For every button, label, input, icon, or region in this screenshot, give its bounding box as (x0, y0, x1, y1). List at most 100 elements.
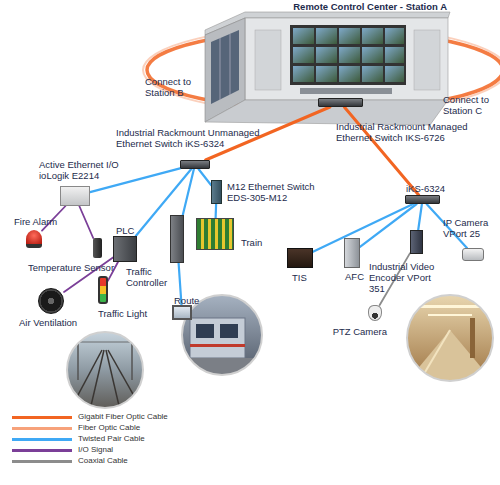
device-label: TIS (292, 272, 322, 283)
monitor (362, 66, 383, 82)
cable-line (344, 107, 418, 195)
monitor (385, 28, 404, 44)
back-wall (245, 18, 448, 100)
building-title: Remote Control Center - Station A (267, 1, 447, 12)
train-body (190, 318, 245, 358)
photo-sky (60, 330, 150, 410)
platform-edge (418, 330, 450, 384)
device-label: Route (174, 295, 214, 306)
window-mullion (220, 38, 221, 100)
device-label: Temperature Sensor (28, 262, 120, 273)
monitor (293, 66, 314, 82)
monitor (339, 66, 360, 82)
device-box: Fire Alarm (26, 230, 42, 248)
device-label: Train (241, 237, 281, 248)
device-label: Industrial Video Encoder VPort 351 (369, 261, 435, 294)
station-link-label: Connect to Station B (145, 76, 217, 98)
device-label: Air Ventilation (19, 317, 109, 328)
cable-line (79, 206, 93, 238)
platform-floor (405, 330, 495, 384)
device-label: Traffic Controller (126, 266, 186, 288)
monitor (339, 47, 360, 63)
cable-line (360, 204, 417, 247)
train-window (196, 324, 214, 338)
legend-text: Gigabit Fiber Optic Cable (78, 412, 168, 422)
monitor-wall (290, 25, 406, 85)
device-label: Industrial Rackmount Unmanaged Ethernet … (116, 127, 268, 149)
cable-line (313, 204, 413, 252)
cable-line (90, 168, 180, 192)
monitor (339, 28, 360, 44)
side-window (211, 30, 239, 104)
legend-row: Twisted Pair Cable (12, 434, 212, 445)
monitor (316, 66, 337, 82)
device-box: Route (172, 305, 192, 320)
monitor (293, 47, 314, 63)
device-box: Air Ventilation (38, 288, 64, 314)
legend-row: Coaxial Cable (12, 456, 212, 467)
photo-back (180, 294, 264, 376)
station-photo (405, 294, 495, 384)
control-center-building (205, 12, 450, 125)
legend-text: I/O Signal (78, 445, 113, 455)
photo-frame (182, 295, 262, 375)
cable-line (183, 169, 194, 215)
device-label: Industrial Rackmount Managed Ethernet Sw… (336, 121, 471, 143)
legend-row: I/O Signal (12, 445, 212, 456)
console-desk (300, 88, 392, 94)
device-box: TIS (287, 248, 313, 268)
monitor (385, 66, 404, 82)
legend-text: Coaxial Cable (78, 456, 128, 466)
device-box: Traffic Light (98, 276, 108, 304)
legend-row: Fiber Optic Cable (12, 423, 212, 434)
device-box: PTZ Camera (368, 305, 382, 321)
device-label: Active Ethernet I/O ioLogik E2214 (39, 159, 134, 181)
legend-swatch (12, 427, 72, 430)
device-box: Temperature Sensor (93, 238, 102, 258)
legend-text: Fiber Optic Cable (78, 423, 140, 433)
device-box: Industrial Video Encoder VPort 351 (410, 230, 423, 254)
device-label: Fire Alarm (14, 216, 74, 227)
device-box: IP Camera VPort 25 (462, 248, 484, 261)
station-link-label: Connect to Station C (443, 94, 498, 116)
device-box: M12 Ethernet Switch EDS-305-M12 (211, 180, 222, 204)
monitor (316, 47, 337, 63)
pillar (470, 318, 475, 358)
device-box: Traffic Controller (170, 215, 184, 263)
device-label: PLC (116, 225, 146, 236)
monitor (316, 28, 337, 44)
legend-swatch (12, 449, 72, 452)
device-box: Train (196, 218, 234, 250)
train-window (220, 324, 238, 338)
monitor (362, 28, 383, 44)
device-box: AFC (344, 238, 360, 268)
device-box: PLC (113, 236, 137, 262)
cable-line (215, 204, 218, 218)
photo-frame (67, 332, 143, 408)
legend-swatch (12, 416, 72, 419)
track-photo (60, 330, 150, 410)
device-label: Traffic Light (98, 308, 168, 319)
wall-panel (414, 30, 440, 90)
legend: Gigabit Fiber Optic CableFiber Optic Cab… (12, 412, 212, 467)
train-stripe (190, 344, 245, 347)
device-box: Active Ethernet I/O ioLogik E2214 (60, 186, 90, 206)
window-mullion (230, 34, 231, 95)
device-label: IP Camera VPort 25 (443, 217, 500, 239)
wall-panel (255, 30, 281, 90)
ceiling-light (428, 314, 472, 316)
legend-text: Twisted Pair Cable (78, 434, 145, 444)
device-box: iKS-6324 (405, 195, 440, 204)
device-box: Industrial Rackmount Unmanaged Ethernet … (180, 160, 210, 169)
photo-back (405, 294, 495, 384)
cable-line (418, 204, 422, 230)
legend-swatch (12, 460, 72, 463)
device-label: PTZ Camera (327, 326, 387, 337)
device-box: Industrial Rackmount Managed Ethernet Sw… (318, 98, 363, 107)
building-box: Remote Control Center - Station A Industr… (205, 0, 450, 125)
monitor (293, 28, 314, 44)
cable-line (199, 169, 212, 185)
photo-frame (407, 295, 493, 381)
train-photo (180, 294, 264, 376)
